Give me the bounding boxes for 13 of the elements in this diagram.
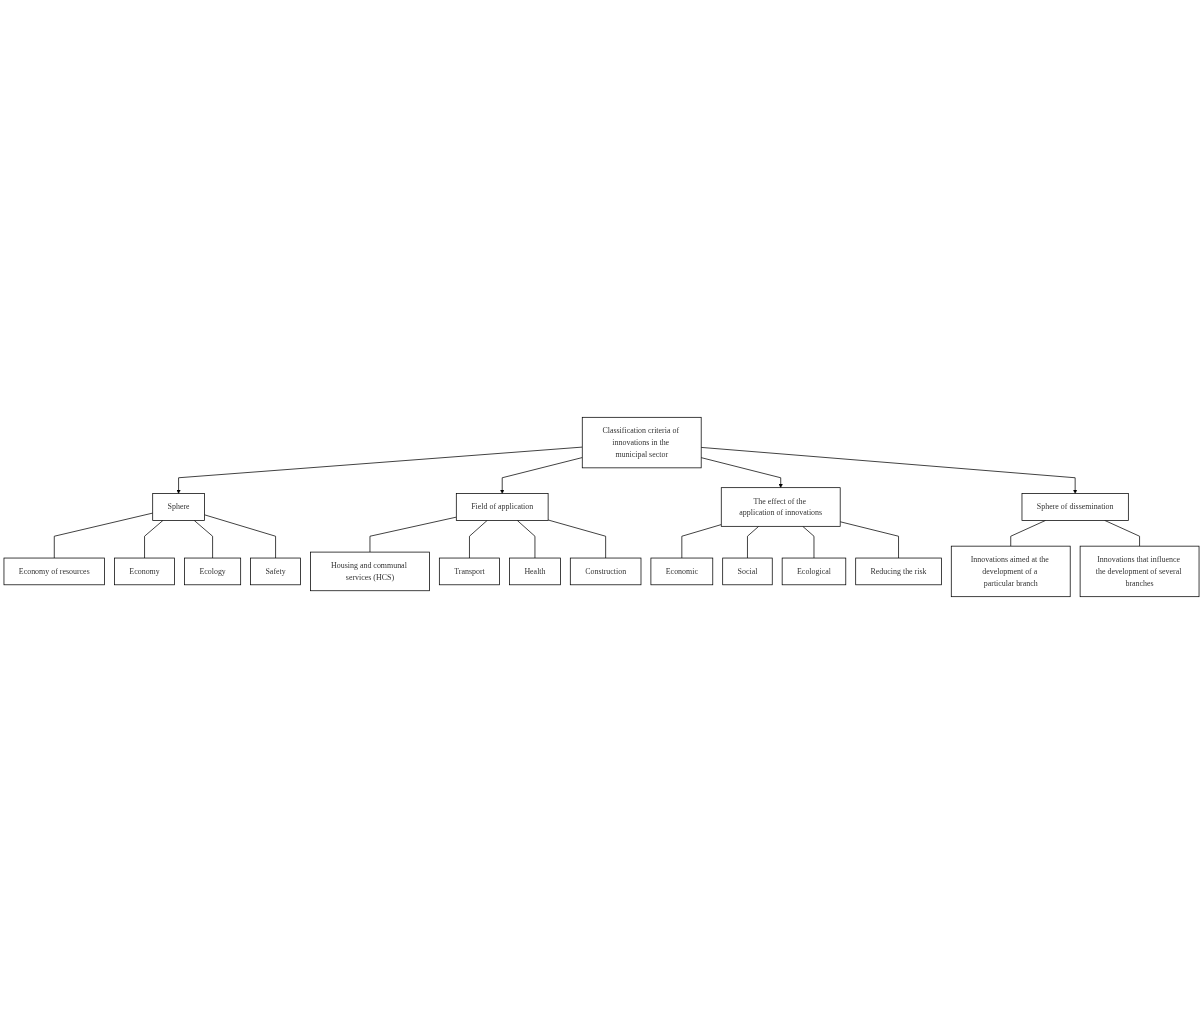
connector [547,519,606,559]
connector [369,516,457,553]
connector [1104,520,1140,547]
connector [802,525,815,559]
connector [53,512,154,559]
connector [204,514,276,559]
connector [516,520,536,559]
connector [144,520,164,559]
connector [469,520,488,559]
connector [747,525,760,559]
connector [193,520,213,559]
connector [681,524,722,559]
connector [839,521,899,559]
